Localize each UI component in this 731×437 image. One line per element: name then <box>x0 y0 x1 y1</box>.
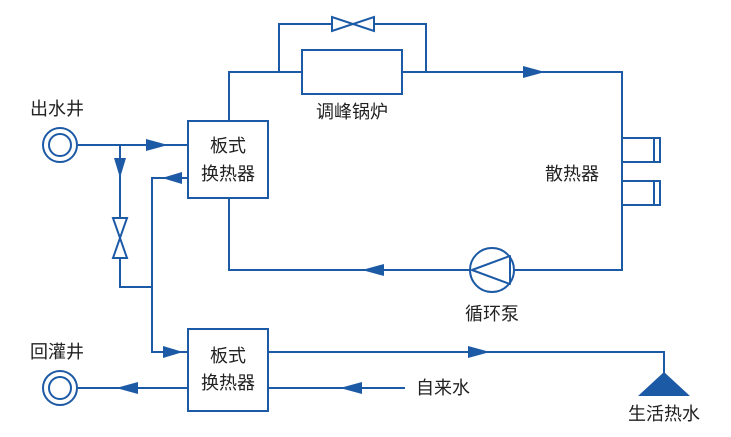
pipe-hx-to-boiler <box>228 71 302 121</box>
label-tap-water: 自来水 <box>416 378 470 399</box>
pipe-boiler-to-radiator <box>402 71 623 138</box>
label-peak-boiler: 调峰锅炉 <box>316 102 388 123</box>
reinjection-well-icon <box>42 370 78 406</box>
hot-water-outlet-icon <box>638 372 690 396</box>
arrow-hot-water-right <box>468 346 490 358</box>
radiator-icon <box>621 137 661 206</box>
valve-boiler-bypass <box>331 15 375 33</box>
label-plate-hx-bottom-line1: 板式 <box>210 346 246 367</box>
peak-boiler-box <box>301 49 403 95</box>
label-plate-hx-top-line2: 换热器 <box>201 164 255 185</box>
pipe-riser-to-top-hx <box>151 177 188 353</box>
pipe-radiator-return <box>514 205 623 271</box>
arrow-return-left <box>362 264 384 276</box>
arrow-riser-left <box>162 172 182 184</box>
arrow-riser-right <box>163 346 183 358</box>
valve-bypass-branch <box>111 217 129 259</box>
arrow-bypass-down <box>114 158 126 178</box>
arrow-tap-water-left <box>340 382 362 394</box>
plate-heat-exchanger-top <box>187 120 269 199</box>
label-reinjection-well: 回灌井 <box>30 342 84 363</box>
label-domestic-hot-water: 生活热水 <box>628 404 700 425</box>
supply-well-icon <box>42 127 78 163</box>
label-plate-hx-bottom-line2: 换热器 <box>201 373 255 394</box>
label-plate-hx-top-line1: 板式 <box>210 136 246 157</box>
plate-heat-exchanger-bottom <box>187 328 269 412</box>
pipe-bypass-branch <box>119 145 152 288</box>
label-circulation-pump: 循环泵 <box>465 304 519 325</box>
pipe-hx-to-hot-water <box>268 351 665 376</box>
arrow-reinjection-left <box>116 382 138 394</box>
label-supply-well: 出水井 <box>30 99 84 120</box>
arrow-supply-right <box>146 139 168 151</box>
pipe-pump-to-hx <box>228 198 470 271</box>
arrow-to-radiator <box>523 66 545 78</box>
label-radiator: 散热器 <box>545 164 599 185</box>
circulation-pump-icon <box>469 247 515 293</box>
